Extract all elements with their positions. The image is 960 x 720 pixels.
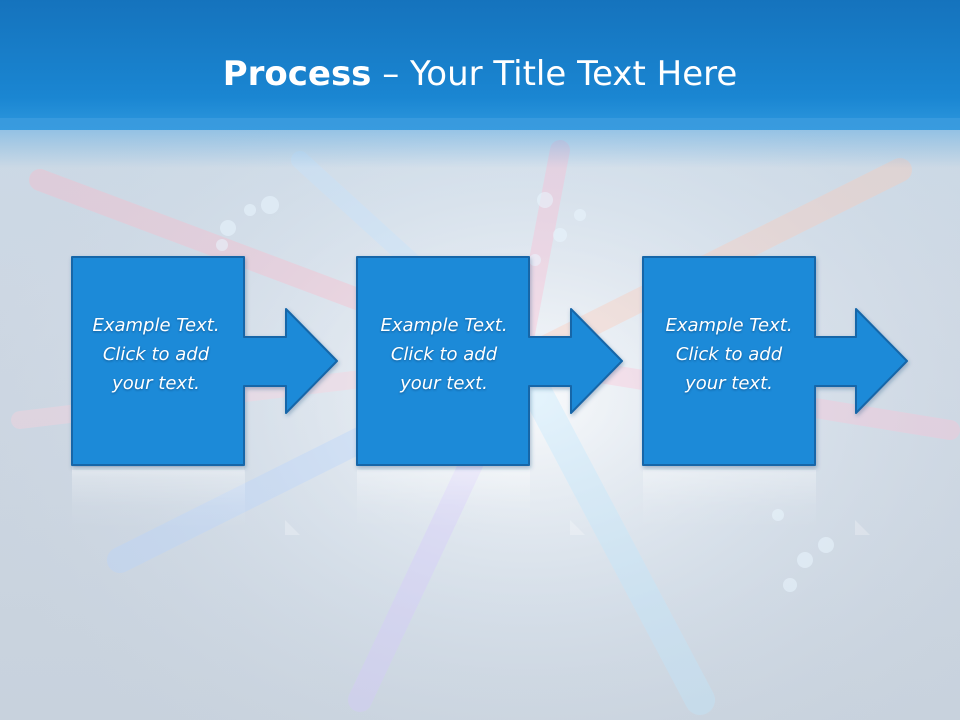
step-3-line-2: Click to add — [675, 344, 783, 365]
slide-title[interactable]: Process – Your Title Text Here — [0, 52, 960, 96]
step-1-text[interactable]: Example Text. Click to add your text. — [68, 311, 244, 398]
process-step-1[interactable] — [71, 256, 338, 466]
step-3-line-3: your text. — [685, 373, 773, 394]
step-1-line-3: your text. — [112, 373, 200, 394]
step-2-line-2: Click to add — [390, 344, 498, 365]
title-rest: – Your Title Text Here — [371, 54, 738, 94]
process-step-2[interactable] — [356, 256, 623, 466]
step-reflections — [72, 467, 870, 535]
process-step-3[interactable] — [642, 256, 908, 466]
step-1-line-2: Click to add — [102, 344, 210, 365]
title-bar-glow — [0, 118, 960, 168]
step-2-text[interactable]: Example Text. Click to add your text. — [356, 311, 532, 398]
step-3-text[interactable]: Example Text. Click to add your text. — [641, 311, 817, 398]
step-2-line-3: your text. — [400, 373, 488, 394]
title-bar — [0, 0, 960, 130]
step-2-line-1: Example Text. — [380, 315, 508, 336]
step-3-line-1: Example Text. — [665, 315, 793, 336]
step-1-line-1: Example Text. — [92, 315, 220, 336]
title-bold: Process — [222, 54, 372, 94]
